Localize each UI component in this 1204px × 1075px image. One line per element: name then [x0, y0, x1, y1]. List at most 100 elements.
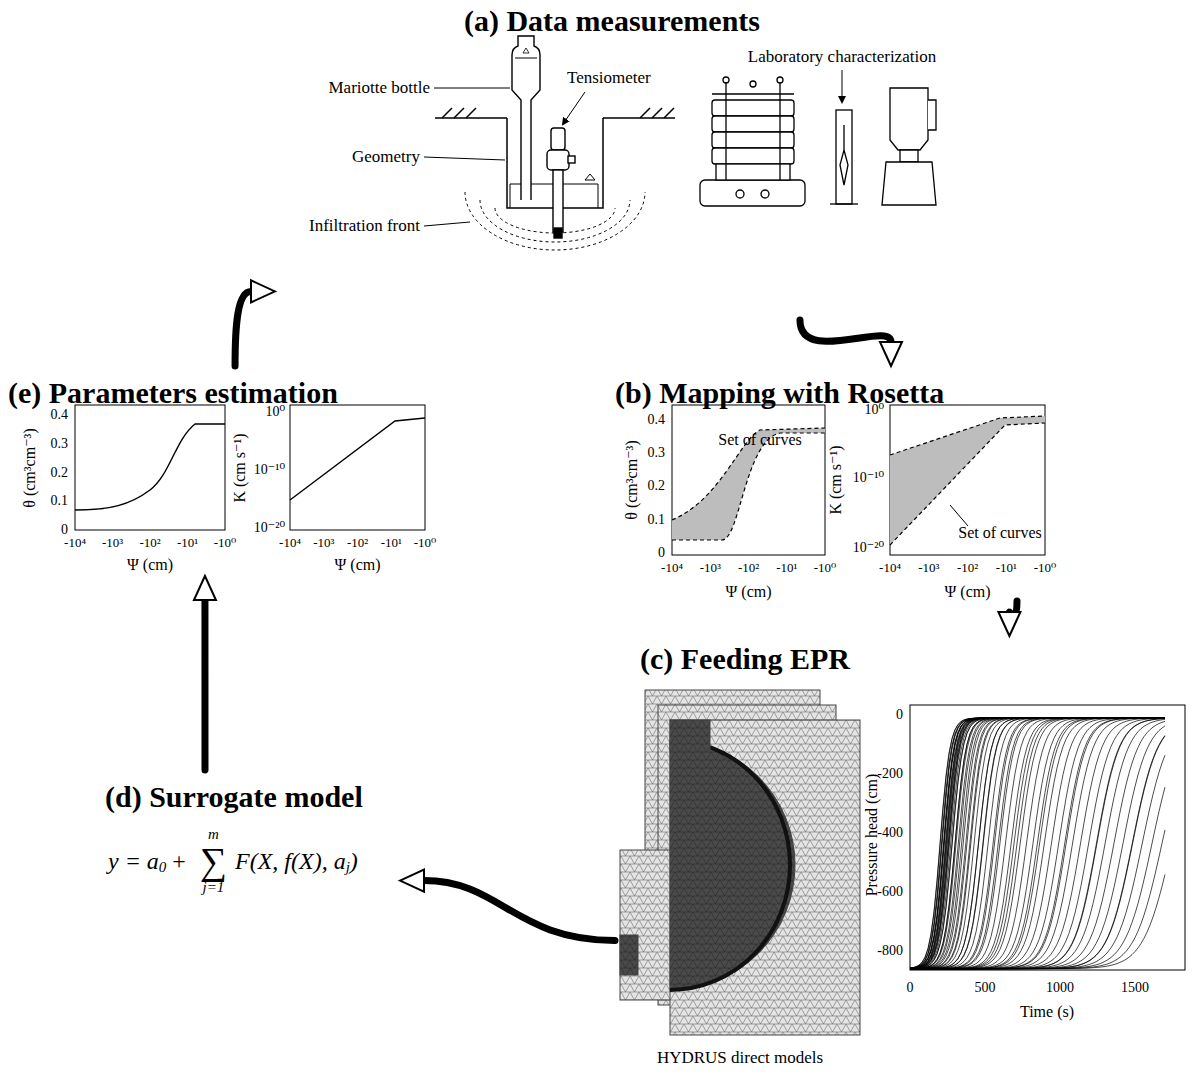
pressure-curve — [910, 874, 1165, 968]
text-label: -10¹ — [177, 536, 198, 551]
pressure-curve — [910, 718, 1165, 969]
pressure-curve — [910, 718, 1165, 969]
pressure-curve — [910, 718, 1165, 969]
pressure-curve — [910, 718, 1165, 969]
axis-label: θ (cm³cm⁻³) — [623, 440, 641, 519]
text-label: 10⁰ — [265, 404, 285, 420]
text-label: -10⁰ — [1034, 561, 1057, 576]
text-label: -10⁴ — [879, 561, 901, 576]
text-label: -10¹ — [381, 536, 402, 551]
pressure-curve — [910, 718, 1165, 969]
text-label: -10³ — [918, 561, 939, 576]
text-label: HYDRUS direct models — [657, 1048, 823, 1068]
panel-heading: (d) Surrogate model — [105, 780, 363, 814]
pressure-curve — [910, 718, 1165, 969]
pressure-curve — [910, 718, 1165, 968]
text-label: -10⁰ — [414, 536, 437, 551]
text-label: Time (s) — [1020, 1003, 1074, 1021]
pressure-curve — [910, 726, 1165, 969]
pressure-curve — [910, 718, 1165, 969]
formula-limit: j=1 — [203, 879, 225, 896]
formula-text: F(X, f(X), a — [235, 848, 346, 875]
formula-limit: m — [208, 826, 219, 843]
text-label: Ψ (cm) — [725, 583, 771, 601]
text-label: Set of curves — [718, 431, 802, 449]
text-label: -10³ — [102, 536, 123, 551]
pressure-curve — [910, 718, 1165, 968]
pressure-curve — [910, 718, 1165, 969]
text-label: Infiltration front — [309, 216, 420, 236]
text-label: 0.2 — [648, 478, 666, 494]
pressure-curve — [910, 718, 1165, 969]
text-label: 0 — [896, 707, 903, 723]
text-label: -10⁴ — [64, 536, 86, 551]
pressure-curve — [910, 718, 1165, 969]
pressure-curve — [910, 718, 1165, 969]
pressure-curve — [910, 787, 1165, 969]
pressure-curve — [910, 718, 1165, 969]
text-label: 0.1 — [51, 493, 69, 509]
pressure-curve — [910, 719, 1165, 969]
panel: (c) Feeding EPR — [615, 636, 1195, 1071]
text-label: -800 — [877, 943, 903, 959]
pressure-curve — [910, 718, 1165, 969]
axis-label: K (cm s⁻¹) — [231, 433, 249, 502]
text-label: 0.4 — [648, 412, 666, 428]
text-label: -10¹ — [776, 561, 797, 576]
pressure-curve — [910, 718, 1165, 969]
pressure-curve — [910, 718, 1165, 969]
text-label: 0.1 — [648, 512, 666, 528]
pressure-curve — [910, 718, 1165, 969]
text-label: Ψ (cm) — [127, 556, 173, 574]
cycle-arrow — [400, 870, 615, 941]
axis-label: θ (cm³cm⁻³) — [21, 428, 39, 507]
pressure-curve — [910, 718, 1165, 968]
pressure-curve — [910, 735, 1165, 968]
pressure-curve — [910, 718, 1165, 969]
text-label: -10¹ — [996, 561, 1017, 576]
text-label: Laboratory characterization — [748, 47, 936, 67]
text-label: 0.3 — [648, 445, 666, 461]
pressure-curve — [910, 736, 1165, 969]
cycle-arrow — [235, 280, 275, 366]
pressure-curve — [910, 718, 1165, 969]
pressure-curve — [910, 718, 1165, 969]
axis-label: K (cm s⁻¹) — [827, 445, 845, 514]
pressure-curve — [910, 718, 1165, 969]
text-label: -10⁰ — [214, 536, 237, 551]
panel-heading: (b) Mapping with Rosetta — [615, 376, 944, 410]
pressure-curve — [910, 721, 1165, 968]
text-label: 1000 — [1046, 980, 1074, 996]
text-label: -10⁴ — [661, 561, 683, 576]
text-label: -10⁰ — [814, 561, 837, 576]
pressure-curve — [910, 718, 1165, 968]
pressure-curve — [910, 718, 1165, 969]
text-label: -10³ — [700, 561, 721, 576]
pressure-curve — [910, 719, 1165, 969]
pressure-curve — [910, 718, 1165, 969]
pressure-curve — [910, 718, 1165, 969]
text-label: Tensiometer — [567, 68, 651, 88]
text-label: -10² — [347, 536, 368, 551]
pressure-curve — [910, 718, 1165, 969]
text-label: 0.4 — [51, 407, 69, 423]
pressure-curve — [910, 718, 1165, 968]
text-label: 0 — [907, 980, 914, 996]
text-label: 10⁻¹⁰ — [254, 462, 285, 478]
text-label: 0.3 — [51, 436, 69, 452]
pressure-curve — [910, 718, 1165, 968]
pressure-curve — [910, 830, 1165, 969]
pressure-curve — [910, 718, 1165, 969]
text-label: -10² — [957, 561, 978, 576]
pressure-curve — [910, 718, 1165, 968]
pressure-curve — [910, 718, 1165, 969]
text-label: 10⁰ — [864, 402, 884, 418]
pressure-curve — [910, 718, 1165, 969]
pressure-curve — [910, 718, 1165, 969]
pressure-curve — [910, 718, 1165, 969]
formula-sum: ∑ — [200, 843, 227, 879]
pressure-curve — [910, 718, 1165, 969]
text-label: -600 — [877, 884, 903, 900]
formula: y = a0+m∑j=1F(X, f(X), aj) — [108, 826, 358, 896]
pressure-curve — [910, 718, 1165, 969]
